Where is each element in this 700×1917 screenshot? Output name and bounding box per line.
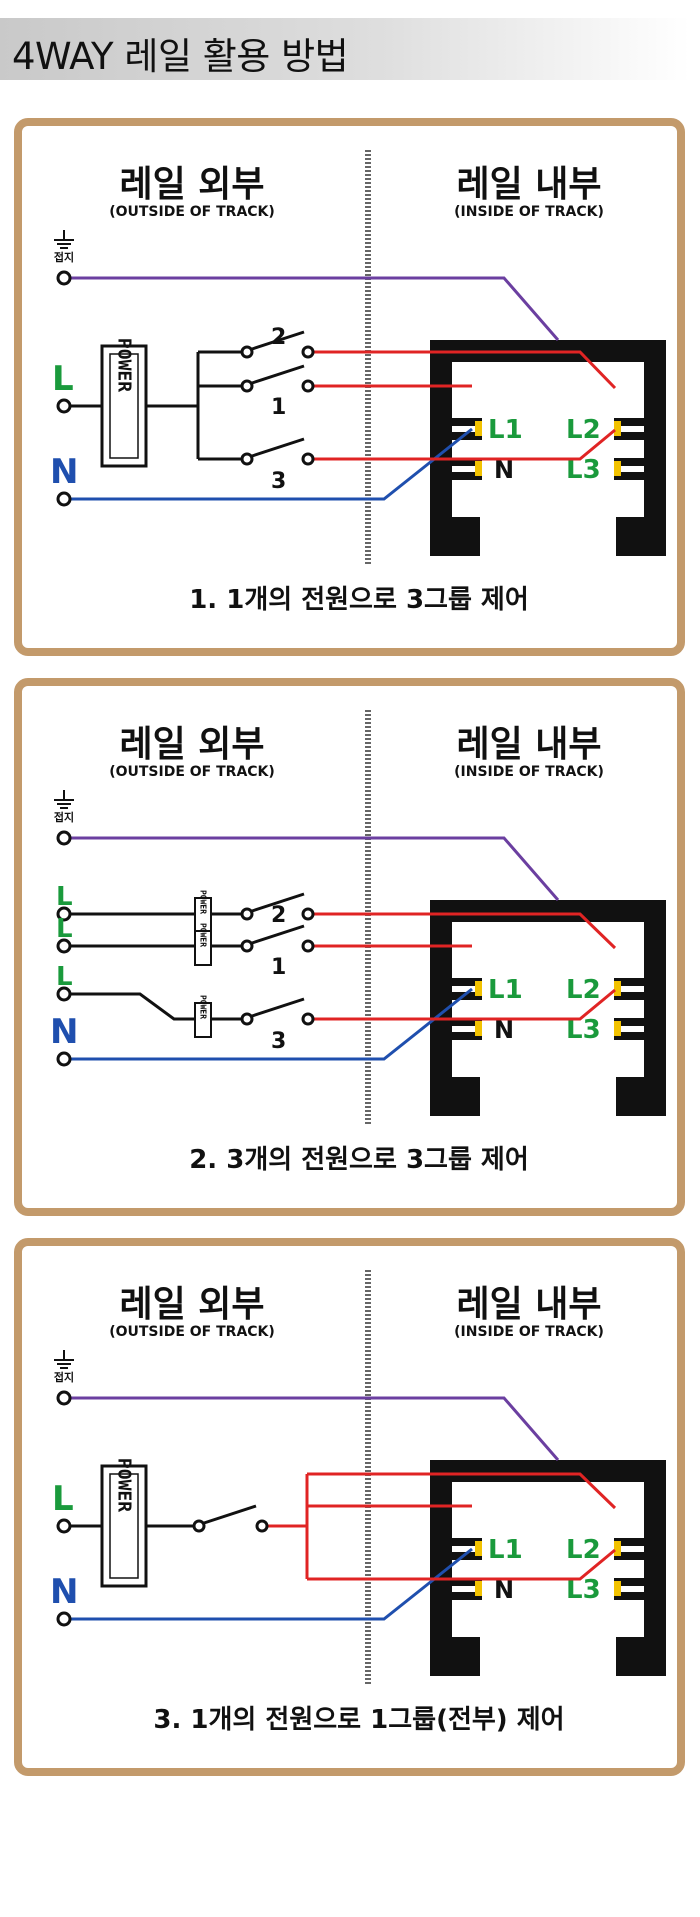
inside-title: 레일 내부 [456, 164, 601, 205]
wiring-diagram-1: 레일 외부 (OUTSIDE OF TRACK) 레일 내부 (INSIDE O… [50, 150, 666, 615]
line-terminal-1 [56, 906, 72, 922]
ground-label: 접지 [54, 1370, 74, 1384]
line-label: L [52, 359, 74, 399]
outside-title: 레일 외부 [119, 724, 264, 765]
switch-3 [240, 997, 315, 1026]
neutral-wire [64, 1547, 473, 1621]
neutral-terminal [56, 1051, 72, 1067]
ground-terminal [56, 1390, 72, 1406]
ground-label: 접지 [54, 810, 74, 824]
power-label-3: POWER [199, 995, 208, 1019]
neutral-wire [64, 427, 473, 501]
wiring-diagram-2: 레일 외부 (OUTSIDE OF TRACK) 레일 내부 (INSIDE O… [50, 710, 666, 1175]
power-label-1: POWER [199, 890, 208, 914]
power-label: POWER [114, 1458, 135, 1512]
power-label-2: POWER [199, 923, 208, 947]
panel-2-caption: 2. 3개의 전원으로 3그룹 제어 [189, 1145, 529, 1175]
ground-icon [54, 1350, 74, 1369]
ground-wire [64, 836, 560, 901]
page-header: 4WAY 레일 활용 방법 [0, 18, 690, 80]
panel-3-caption: 3. 1개의 전원으로 1그룹(전부) 제어 [153, 1705, 564, 1735]
power-box [100, 344, 148, 468]
outside-title: 레일 외부 [119, 1284, 264, 1325]
panel-3: 레일 외부 (OUTSIDE OF TRACK) 레일 내부 (INSIDE O… [14, 1238, 685, 1776]
inside-subtitle: (INSIDE OF TRACK) [454, 204, 604, 220]
neutral-terminal [56, 1611, 72, 1627]
switch-1 [240, 364, 315, 393]
ground-icon [54, 230, 74, 249]
line-terminal [56, 398, 72, 414]
live-wire-3 [311, 988, 616, 1021]
neutral-label: N [50, 1572, 78, 1612]
inside-title: 레일 내부 [456, 724, 601, 765]
switch-1-label: 1 [271, 395, 286, 420]
switch-2 [240, 330, 315, 359]
rail-profile [430, 1460, 666, 1676]
switch-3-label: 3 [271, 1029, 286, 1054]
switch-1 [240, 924, 315, 953]
terminal-l1-label: L1 [488, 975, 523, 1005]
switch-3 [240, 437, 315, 466]
live-wire-2 [311, 912, 617, 950]
switch-2-label: 2 [271, 903, 286, 928]
neutral-terminal [56, 491, 72, 507]
live-bus [268, 1472, 617, 1581]
page-title: 4WAY 레일 활용 방법 [12, 35, 349, 78]
outside-subtitle: (OUTSIDE OF TRACK) [109, 204, 275, 220]
line-label-1: L [56, 882, 73, 912]
inside-title: 레일 내부 [456, 1284, 601, 1325]
panel-1-caption: 1. 1개의 전원으로 3그룹 제어 [189, 585, 529, 615]
switch-3-label: 3 [271, 469, 286, 494]
ground-terminal [56, 830, 72, 846]
neutral-label: N [50, 1012, 78, 1052]
line-terminal-2 [56, 938, 72, 954]
live-wire-3 [311, 428, 616, 461]
terminal-l2-label: L2 [566, 415, 601, 445]
panel-2: 레일 외부 (OUTSIDE OF TRACK) 레일 내부 (INSIDE O… [14, 678, 685, 1216]
main-switch [192, 1504, 269, 1533]
ground-wire [64, 276, 560, 341]
neutral-wire [64, 987, 473, 1061]
live-wire-2 [311, 350, 617, 390]
terminal-l2-label: L2 [566, 1535, 601, 1565]
inside-subtitle: (INSIDE OF TRACK) [454, 1324, 604, 1340]
outside-subtitle: (OUTSIDE OF TRACK) [109, 764, 275, 780]
ground-wire [64, 1396, 560, 1461]
line-terminal [56, 1518, 72, 1534]
terminal-l2-label: L2 [566, 975, 601, 1005]
line-label: L [52, 1479, 74, 1519]
terminal-n-label: N [494, 1576, 514, 1604]
power-box-3 [194, 1002, 212, 1038]
line-terminal-3 [56, 986, 72, 1002]
ground-label: 접지 [54, 250, 74, 264]
rail-profile [430, 340, 666, 556]
outside-subtitle: (OUTSIDE OF TRACK) [109, 1324, 275, 1340]
line-label-2: L [56, 914, 73, 944]
inside-subtitle: (INSIDE OF TRACK) [454, 764, 604, 780]
switch-2 [240, 892, 315, 921]
panel-1: 레일 외부 (OUTSIDE OF TRACK) 레일 내부 (INSIDE O… [14, 118, 685, 656]
wiring-diagram-3: 레일 외부 (OUTSIDE OF TRACK) 레일 내부 (INSIDE O… [50, 1270, 666, 1735]
ground-icon [54, 790, 74, 809]
line-label-3: L [56, 962, 73, 992]
switch-2-label: 2 [271, 325, 286, 350]
power-box [100, 1464, 148, 1588]
outside-title: 레일 외부 [119, 164, 264, 205]
power-label: POWER [114, 338, 135, 392]
neutral-label: N [50, 452, 78, 492]
power-box-2 [194, 930, 212, 966]
terminal-l1-label: L1 [488, 415, 523, 445]
terminal-l1-label: L1 [488, 1535, 523, 1565]
rail-profile [430, 900, 666, 1116]
terminal-n-label: N [494, 456, 514, 484]
terminal-n-label: N [494, 1016, 514, 1044]
switch-1-label: 1 [271, 955, 286, 980]
ground-terminal [56, 270, 72, 286]
